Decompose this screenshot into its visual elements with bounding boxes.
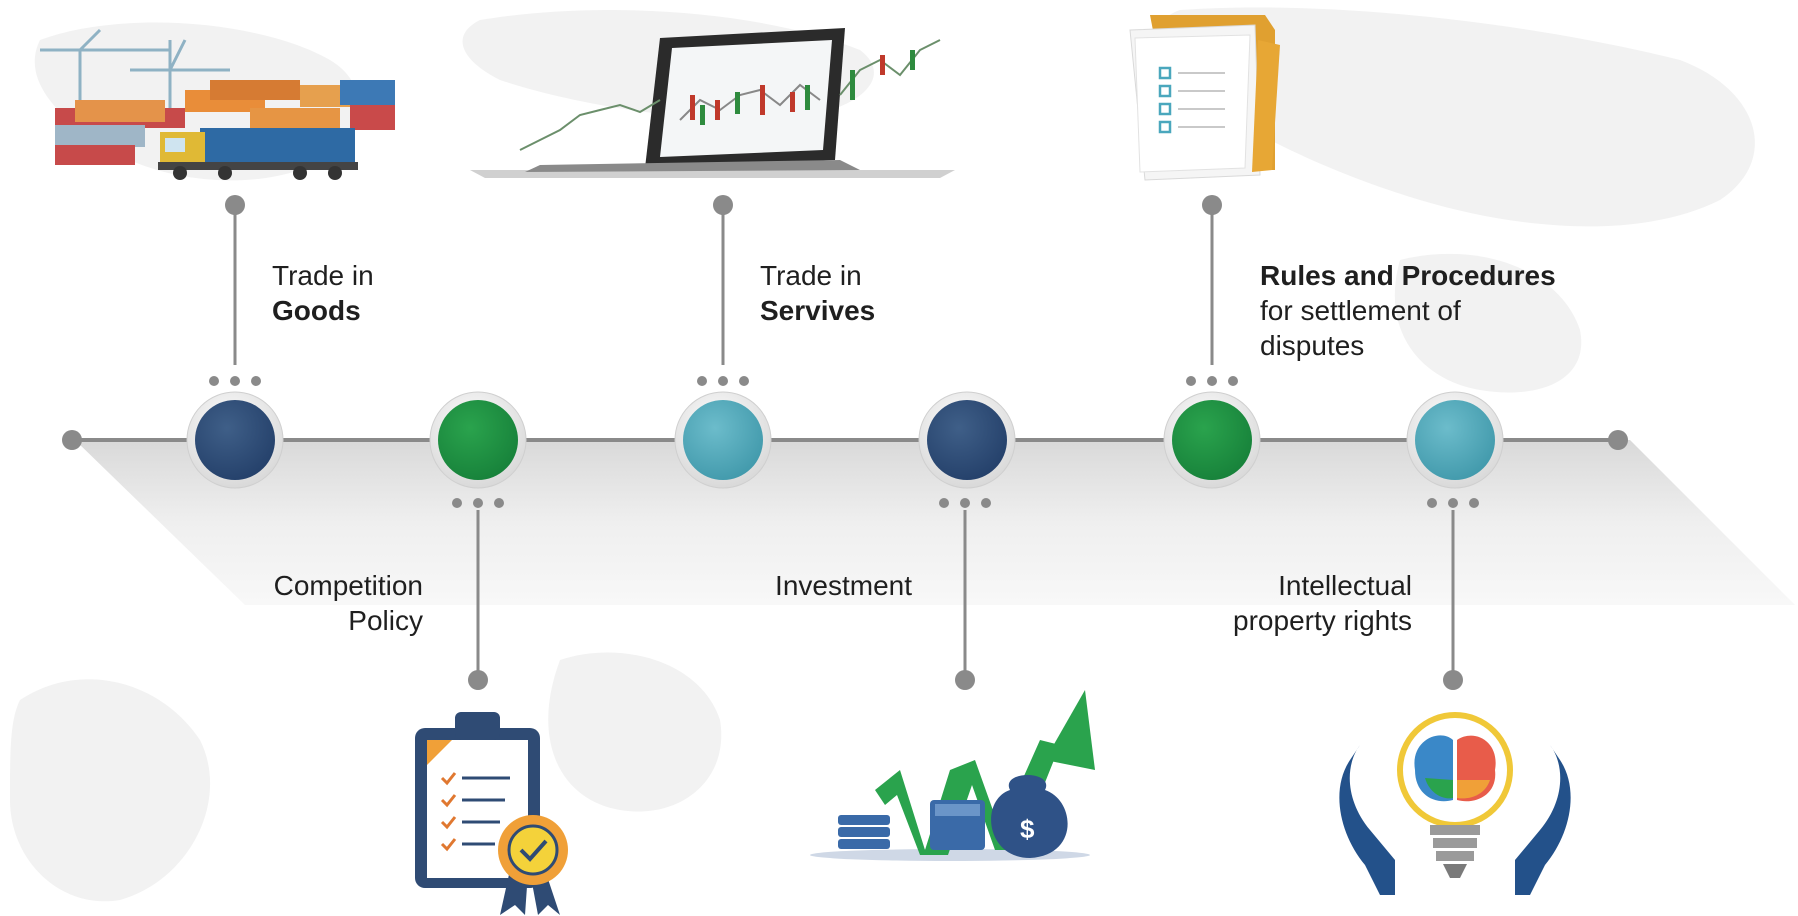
- label-competition-line1: Competition: [274, 570, 423, 601]
- shipping-containers-truck-icon: [40, 28, 395, 180]
- node-trade-in-services: [674, 391, 772, 489]
- lightbulb-brain-hands-icon: [1339, 712, 1571, 895]
- label-trade-goods-line2: Goods: [272, 295, 361, 326]
- label-disputes-line2: for settlement of: [1260, 295, 1461, 326]
- money-growth-arrow-icon: $: [810, 690, 1095, 861]
- node-investment: [918, 391, 1016, 489]
- label-investment: Investment: [775, 570, 912, 601]
- label-disputes-line3: disputes: [1260, 330, 1364, 361]
- svg-text:$: $: [1020, 814, 1035, 844]
- label-trade-goods-line1: Trade in: [272, 260, 374, 291]
- lower-connectors: [468, 510, 1463, 690]
- label-disputes-line1: Rules and Procedures: [1260, 260, 1556, 291]
- node-competition-policy: [429, 391, 527, 489]
- clipboard-certificate-icon: [415, 712, 568, 915]
- timeline-platform: [75, 440, 1795, 605]
- node-intellectual-property: [1406, 391, 1504, 489]
- label-trade-services-line1: Trade in: [760, 260, 862, 291]
- documents-folder-icon: [1129, 15, 1280, 181]
- labels: Trade in Goods Trade in Servives Rules a…: [272, 260, 1556, 636]
- label-trade-services-line2: Servives: [760, 295, 875, 326]
- node-trade-in-goods: [186, 391, 284, 489]
- axis-end-dot: [1608, 430, 1628, 450]
- node-dispute-settlement: [1163, 391, 1261, 489]
- axis-start-dot: [62, 430, 82, 450]
- laptop-stock-chart-icon: [470, 28, 955, 178]
- ellipsis-dots: [209, 376, 1479, 508]
- label-intellectual-line1: Intellectual: [1278, 570, 1412, 601]
- label-intellectual-line2: property rights: [1233, 605, 1412, 636]
- label-competition-line2: Policy: [348, 605, 423, 636]
- upper-connectors: [225, 195, 1222, 365]
